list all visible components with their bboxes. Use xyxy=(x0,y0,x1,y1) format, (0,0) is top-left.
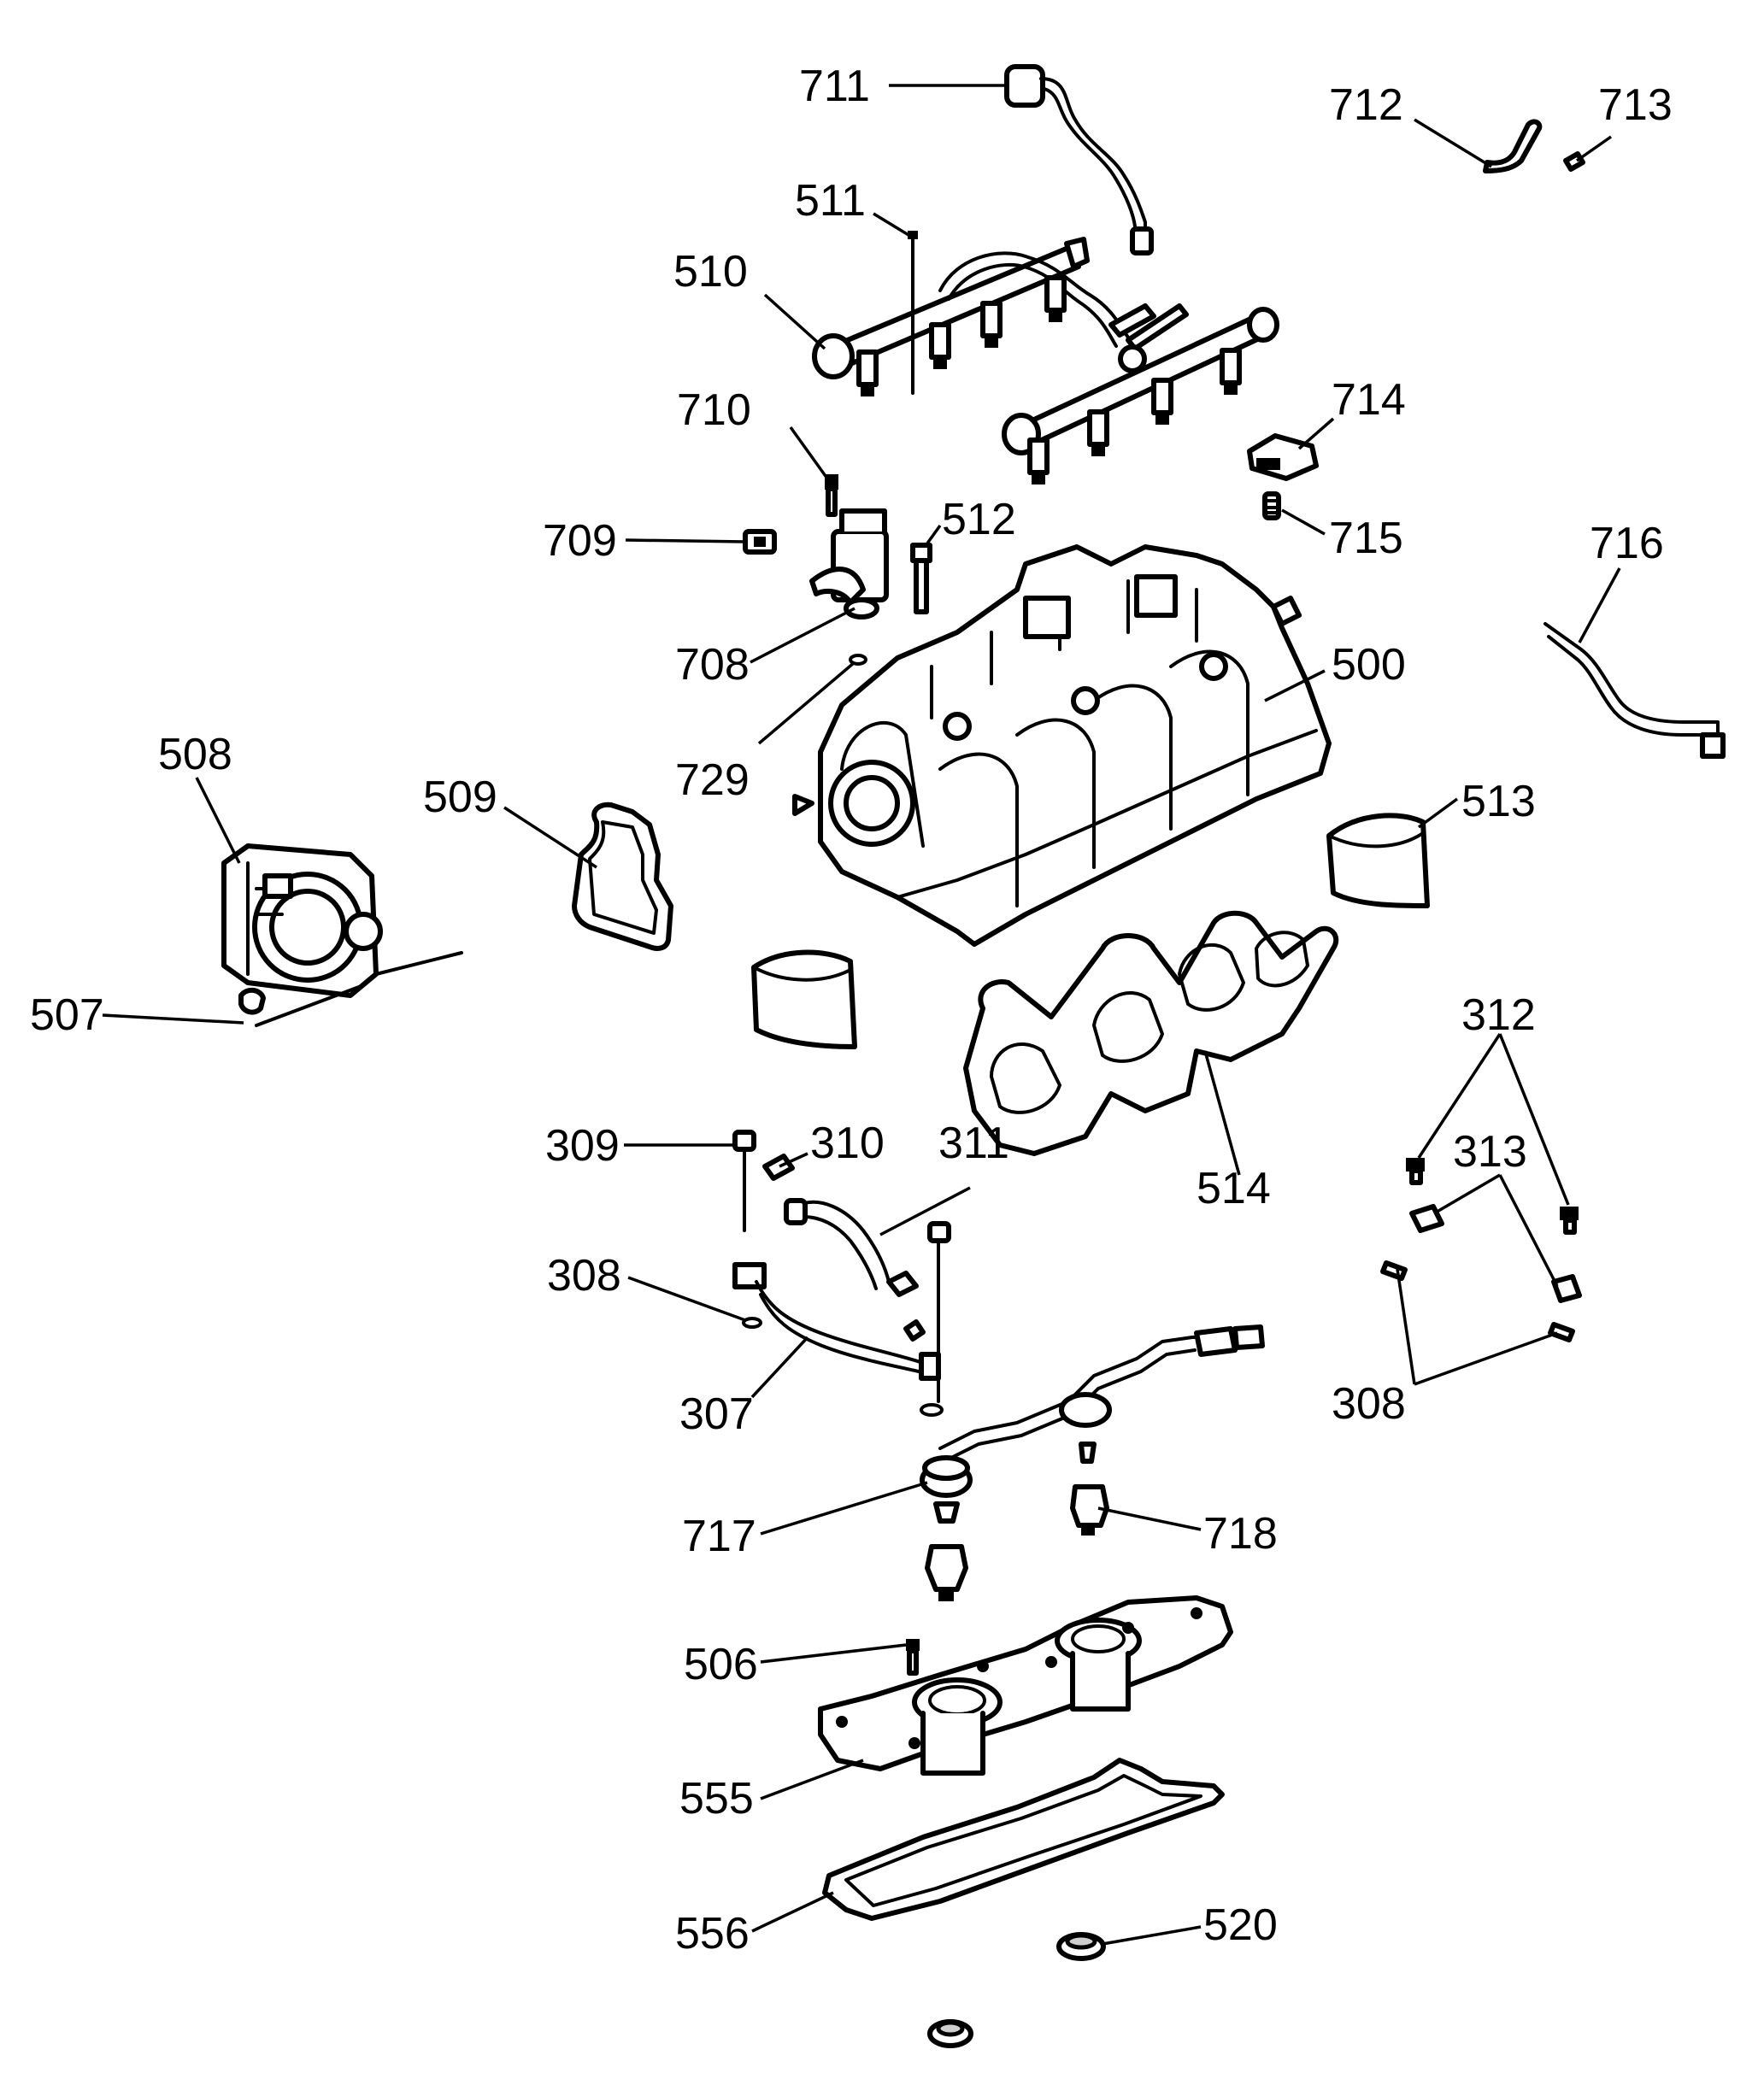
label-709: 709 xyxy=(543,516,617,566)
part-311-hose xyxy=(784,1198,919,1297)
label-308a: 308 xyxy=(547,1251,621,1301)
part-500-intake-manifold xyxy=(792,544,1332,947)
label-500: 500 xyxy=(1332,640,1406,690)
label-309: 309 xyxy=(545,1121,620,1171)
part-labels: 711 712 713 511 510 710 714 715 709 512 … xyxy=(30,62,1673,1958)
part-509-gasket xyxy=(572,802,673,951)
part-708-solenoid xyxy=(809,508,889,620)
leader-lines xyxy=(102,84,1621,1946)
label-307: 307 xyxy=(679,1389,754,1439)
part-307-sensor-harness xyxy=(732,1221,951,1417)
part-710-bolt xyxy=(825,474,838,517)
label-308b: 308 xyxy=(1332,1379,1406,1429)
label-508: 508 xyxy=(158,730,232,779)
part-511-bolt xyxy=(908,231,918,395)
label-556: 556 xyxy=(675,1909,750,1958)
part-506-bolt xyxy=(906,1639,920,1676)
label-717: 717 xyxy=(682,1512,756,1561)
part-555-valley-cover xyxy=(818,1595,1233,1776)
label-729: 729 xyxy=(675,755,750,805)
label-511: 511 xyxy=(795,176,866,226)
part-729-oring xyxy=(849,654,867,666)
part-312-bolts xyxy=(1406,1158,1579,1235)
label-512: 512 xyxy=(942,495,1016,544)
part-718-knock-sensor xyxy=(1059,1392,1112,1536)
part-514-intake-gasket xyxy=(963,910,1339,1156)
part-308a-washer xyxy=(742,1317,762,1329)
part-513-cover xyxy=(1326,813,1430,908)
part-512-bolt xyxy=(910,543,932,614)
label-711: 711 xyxy=(799,62,870,111)
label-313: 313 xyxy=(1453,1127,1527,1177)
label-514: 514 xyxy=(1197,1164,1271,1213)
part-313-clips xyxy=(1409,1204,1582,1303)
label-310: 310 xyxy=(810,1119,885,1168)
label-507: 507 xyxy=(30,990,104,1040)
part-556-gasket xyxy=(822,1758,1225,1921)
label-708: 708 xyxy=(675,640,750,690)
part-715-seal xyxy=(1262,491,1281,520)
label-506: 506 xyxy=(684,1640,758,1689)
part-309-bolt xyxy=(732,1130,756,1232)
part-713-screw xyxy=(1563,151,1585,172)
label-513: 513 xyxy=(1461,777,1536,826)
label-510: 510 xyxy=(673,247,748,297)
label-718: 718 xyxy=(1203,1509,1278,1559)
part-711-fuel-hose xyxy=(1004,64,1154,255)
label-311: 311 xyxy=(938,1119,1009,1168)
part-712-bracket xyxy=(1483,119,1543,173)
part-507-fitting xyxy=(238,987,266,1015)
part-508-throttle-body xyxy=(221,843,463,1027)
label-555: 555 xyxy=(679,1774,754,1823)
part-709-connector xyxy=(743,529,777,555)
label-312: 312 xyxy=(1461,990,1536,1040)
part-513b-cover xyxy=(751,949,857,1049)
part-717-knock-sensor xyxy=(920,1455,973,1601)
part-520-grommet xyxy=(1056,1932,1106,1961)
label-712: 712 xyxy=(1329,80,1403,130)
part-308b-washers xyxy=(1380,1260,1575,1342)
part-510-fuel-rail-assembly xyxy=(812,237,1279,484)
label-509: 509 xyxy=(423,772,497,822)
label-716: 716 xyxy=(1590,519,1664,568)
part-knock-harness xyxy=(938,1324,1265,1463)
label-713: 713 xyxy=(1598,80,1673,130)
part-716-tube xyxy=(1544,622,1726,759)
label-714: 714 xyxy=(1332,375,1406,425)
label-715: 715 xyxy=(1329,514,1403,563)
label-710: 710 xyxy=(677,385,751,435)
part-310-clip xyxy=(762,1154,795,1181)
label-520: 520 xyxy=(1203,1900,1278,1950)
part-520b-grommet xyxy=(927,2019,973,2048)
